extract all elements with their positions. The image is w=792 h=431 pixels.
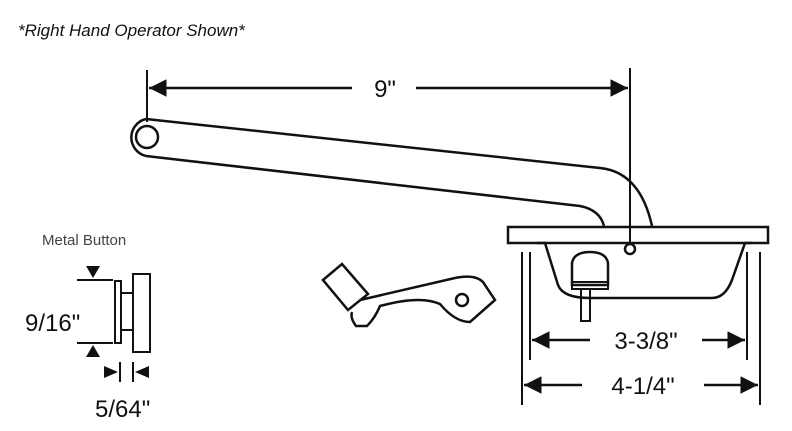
inner-width-label: 3-3/8"	[614, 328, 677, 355]
width-dimensions: 3-3/8" 4-1/4"	[521, 252, 761, 405]
metal-button-label: Metal Button	[42, 232, 126, 249]
caption: *Right Hand Operator Shown*	[18, 21, 246, 40]
arm-length-label: 9"	[374, 76, 396, 103]
arm-length-dimension: 9"	[146, 68, 631, 242]
outer-width-label: 4-1/4"	[611, 373, 674, 400]
button-thickness-label: 5/64"	[95, 396, 150, 423]
crank-handle	[321, 262, 497, 328]
operator-base	[506, 225, 770, 322]
button-height-label: 9/16"	[25, 310, 80, 337]
metal-button-detail: Metal Button 9/16" 5/64"	[25, 232, 151, 423]
operator-arm	[130, 117, 654, 227]
